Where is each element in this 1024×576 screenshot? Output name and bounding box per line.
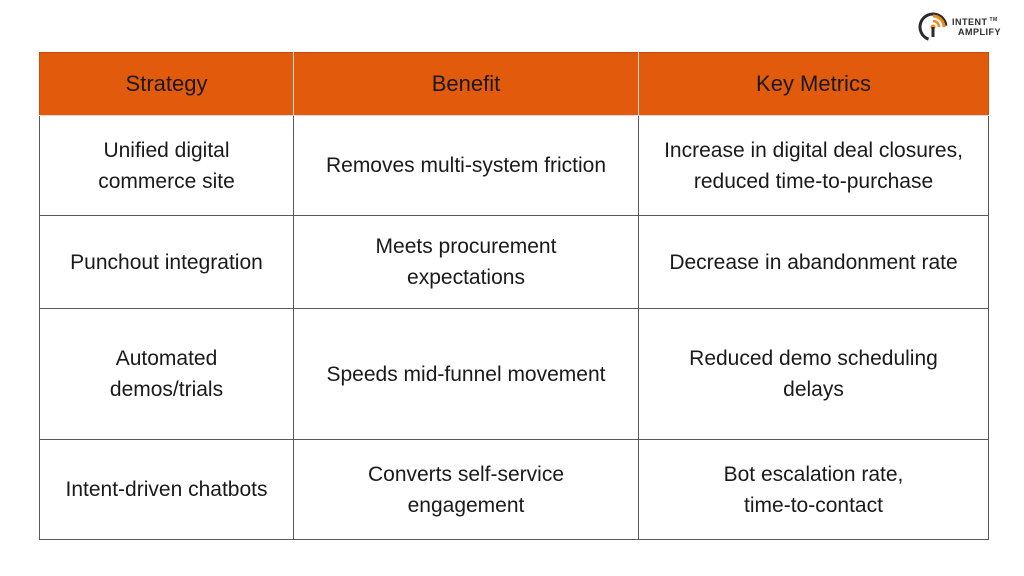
cell-strategy: Automated demos/trials	[39, 308, 294, 440]
cell-text: Reduced demo scheduling delays	[689, 347, 938, 401]
table-row: Punchout integration Meets procurement e…	[39, 215, 989, 309]
cell-text: Meets procurement expectations	[375, 235, 557, 289]
cell-metrics: Increase in digital deal closures, reduc…	[638, 115, 989, 216]
cell-text: Removes multi-system friction	[325, 154, 607, 177]
cell-benefit: Speeds mid-funnel movement	[293, 308, 639, 440]
header-strategy: Strategy	[39, 52, 294, 116]
cell-text: Bot escalation rate, time-to-contact	[723, 462, 904, 517]
cell-metrics: Reduced demo scheduling delays	[638, 308, 989, 440]
cell-text: Speeds mid-funnel movement	[326, 362, 606, 386]
cell-text: Decrease in abandonment rate	[669, 250, 958, 274]
logo-word-amplify: AMPLIFY	[958, 27, 1001, 37]
header-benefit: Benefit	[293, 52, 639, 116]
cell-text: Unified digital commerce site	[98, 138, 235, 193]
cell-text: Intent-driven chatbots	[65, 478, 268, 501]
cell-strategy: Intent-driven chatbots	[39, 439, 294, 540]
strategy-table: Strategy Benefit Key Metrics Unified dig…	[39, 52, 989, 540]
cell-benefit: Meets procurement expectations	[293, 215, 639, 309]
table-row: Automated demos/trials Speeds mid-funnel…	[39, 308, 989, 440]
table-header-row: Strategy Benefit Key Metrics	[39, 52, 989, 116]
cell-strategy: Punchout integration	[39, 215, 294, 309]
table-row: Unified digital commerce site Removes mu…	[39, 115, 989, 216]
cell-text: Converts self-service engagement	[367, 462, 565, 517]
intent-amplify-wordmark: INTENT TM AMPLIFY	[952, 17, 1001, 37]
cell-text: Punchout integration	[70, 250, 263, 274]
cell-text: Increase in digital deal closures, reduc…	[664, 138, 963, 193]
intent-amplify-logo: INTENT TM AMPLIFY	[918, 12, 1001, 42]
cell-strategy: Unified digital commerce site	[39, 115, 294, 216]
table-row: Intent-driven chatbots Converts self-ser…	[39, 439, 989, 540]
cell-benefit: Converts self-service engagement	[293, 439, 639, 540]
logo-word-intent: INTENT	[952, 17, 988, 27]
cell-text: Automated demos/trials	[109, 347, 224, 401]
intent-amplify-logo-icon	[918, 12, 948, 42]
header-key-metrics: Key Metrics	[638, 52, 989, 116]
cell-metrics: Decrease in abandonment rate	[638, 215, 989, 309]
cell-benefit: Removes multi-system friction	[293, 115, 639, 216]
logo-trademark: TM	[989, 17, 998, 23]
cell-metrics: Bot escalation rate, time-to-contact	[638, 439, 989, 540]
